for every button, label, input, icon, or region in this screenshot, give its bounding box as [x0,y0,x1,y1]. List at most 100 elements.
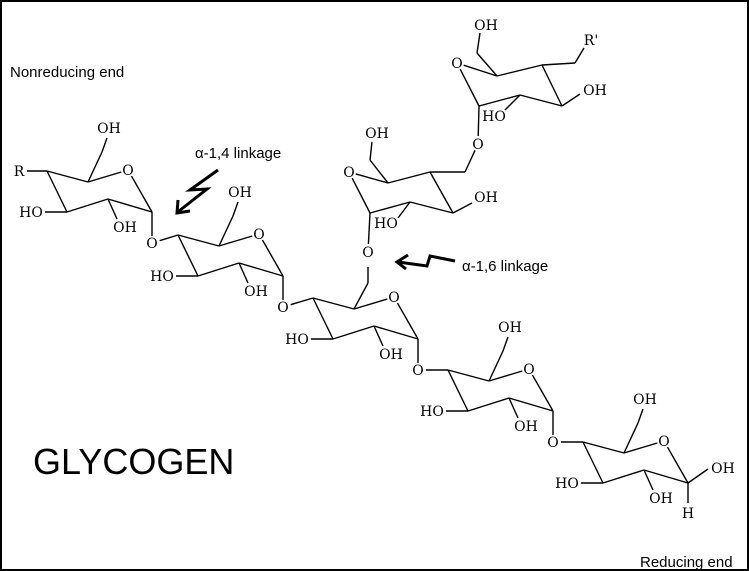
branch-hydroxyl-c2: HO [374,216,398,232]
bond [623,442,658,454]
bond [643,469,689,484]
bond [519,94,563,107]
branch-ring-oxygen: O [343,165,354,181]
branch-glycosidic-oxygen: O [472,137,483,153]
ring-oxygen: O [523,362,534,378]
hydroxyl-c3: HO [555,476,579,492]
hydroxyl-c3: HO [150,269,174,285]
ring-oxygen: O [658,434,669,450]
bond [504,94,521,111]
bond [218,215,234,247]
bond [477,105,480,137]
bond [476,52,498,77]
bond [476,32,481,54]
upper-ring-oxygen: O [451,56,462,72]
bond [531,374,554,412]
hydroxyl-c6: OH [633,392,657,408]
bond [447,369,490,382]
bond [87,171,122,183]
hydroxyl-c2: OH [244,284,268,300]
bond [574,47,585,64]
ring-oxygen: O [253,227,264,243]
bond [508,397,554,412]
bond [373,325,384,347]
r-prime-group: R' [584,33,598,49]
glycosidic-oxygen-1-4: O [412,363,423,379]
bond [232,201,239,217]
bond [508,397,519,419]
ring-oxygen: O [122,163,133,179]
glycosidic-oxygen-1-4: O [547,435,558,451]
bond [666,446,689,484]
bond [452,202,473,214]
bond [177,234,199,277]
bond [353,298,388,310]
hydroxyl-c2: OH [379,347,403,363]
branch-hydroxyl-c6: OH [365,126,389,142]
title-glycogen: GLYCOGEN [33,441,234,482]
bond [312,297,355,310]
hydroxyl-c2: OH [113,220,137,236]
bond [541,62,576,66]
hydroxyl-c6: OH [498,320,522,336]
bond [396,302,419,340]
bond [582,441,625,454]
glycosidic-oxygen-1-4: O [277,300,288,316]
bond [373,325,419,340]
bond [478,94,521,107]
hydroxyl-c2: OH [514,419,538,435]
bond [261,239,284,277]
hydroxyl-c6: OH [228,185,252,201]
hydroxyl-c3: HO [19,205,43,221]
branch-hydroxyl-c3: OH [474,190,498,206]
bond [637,408,644,424]
bond [355,173,389,184]
alpha-1-6-arrow-icon [394,253,456,271]
upper-hydroxyl-c2: HO [482,109,506,125]
bond [369,141,373,161]
bond [467,397,510,412]
bond [101,137,108,153]
bond [367,212,371,245]
bond [177,234,220,247]
bond [561,93,581,107]
bond [496,64,543,77]
bond [66,198,109,213]
bond [459,68,480,107]
bond [107,198,118,220]
bond [541,64,563,107]
bond [351,177,371,214]
hydroxyl-c2: OH [649,491,673,507]
bond [602,469,645,484]
bond [447,369,469,412]
alpha-1-4-linkage-label: α-1,4 linkage [195,145,281,162]
bond [502,336,509,352]
bond [623,422,639,454]
hydroxyl-c3: HO [285,332,309,348]
bond [332,325,375,340]
anomeric-hydrogen: H [682,506,694,522]
bond [687,468,709,484]
bond [238,262,249,284]
bond [429,171,454,214]
bond [369,201,411,214]
bond [218,235,253,247]
bond [159,234,179,242]
bond [107,198,153,213]
bond [46,170,68,213]
bond [582,441,604,484]
bond [643,469,654,491]
alpha-1-6-linkage-label: α-1,6 linkage [462,258,548,275]
ring-oxygen: O [388,290,399,306]
bond [46,170,89,183]
bond [130,175,153,213]
glycosidic-oxygen-1-6: O [362,245,373,261]
r-group: R [14,164,25,180]
reducing-end-label: Reducing end [640,554,733,571]
bond [409,201,454,214]
nonreducing-end-label: Nonreducing end [10,64,124,81]
bond [397,201,411,219]
bond [488,350,504,382]
